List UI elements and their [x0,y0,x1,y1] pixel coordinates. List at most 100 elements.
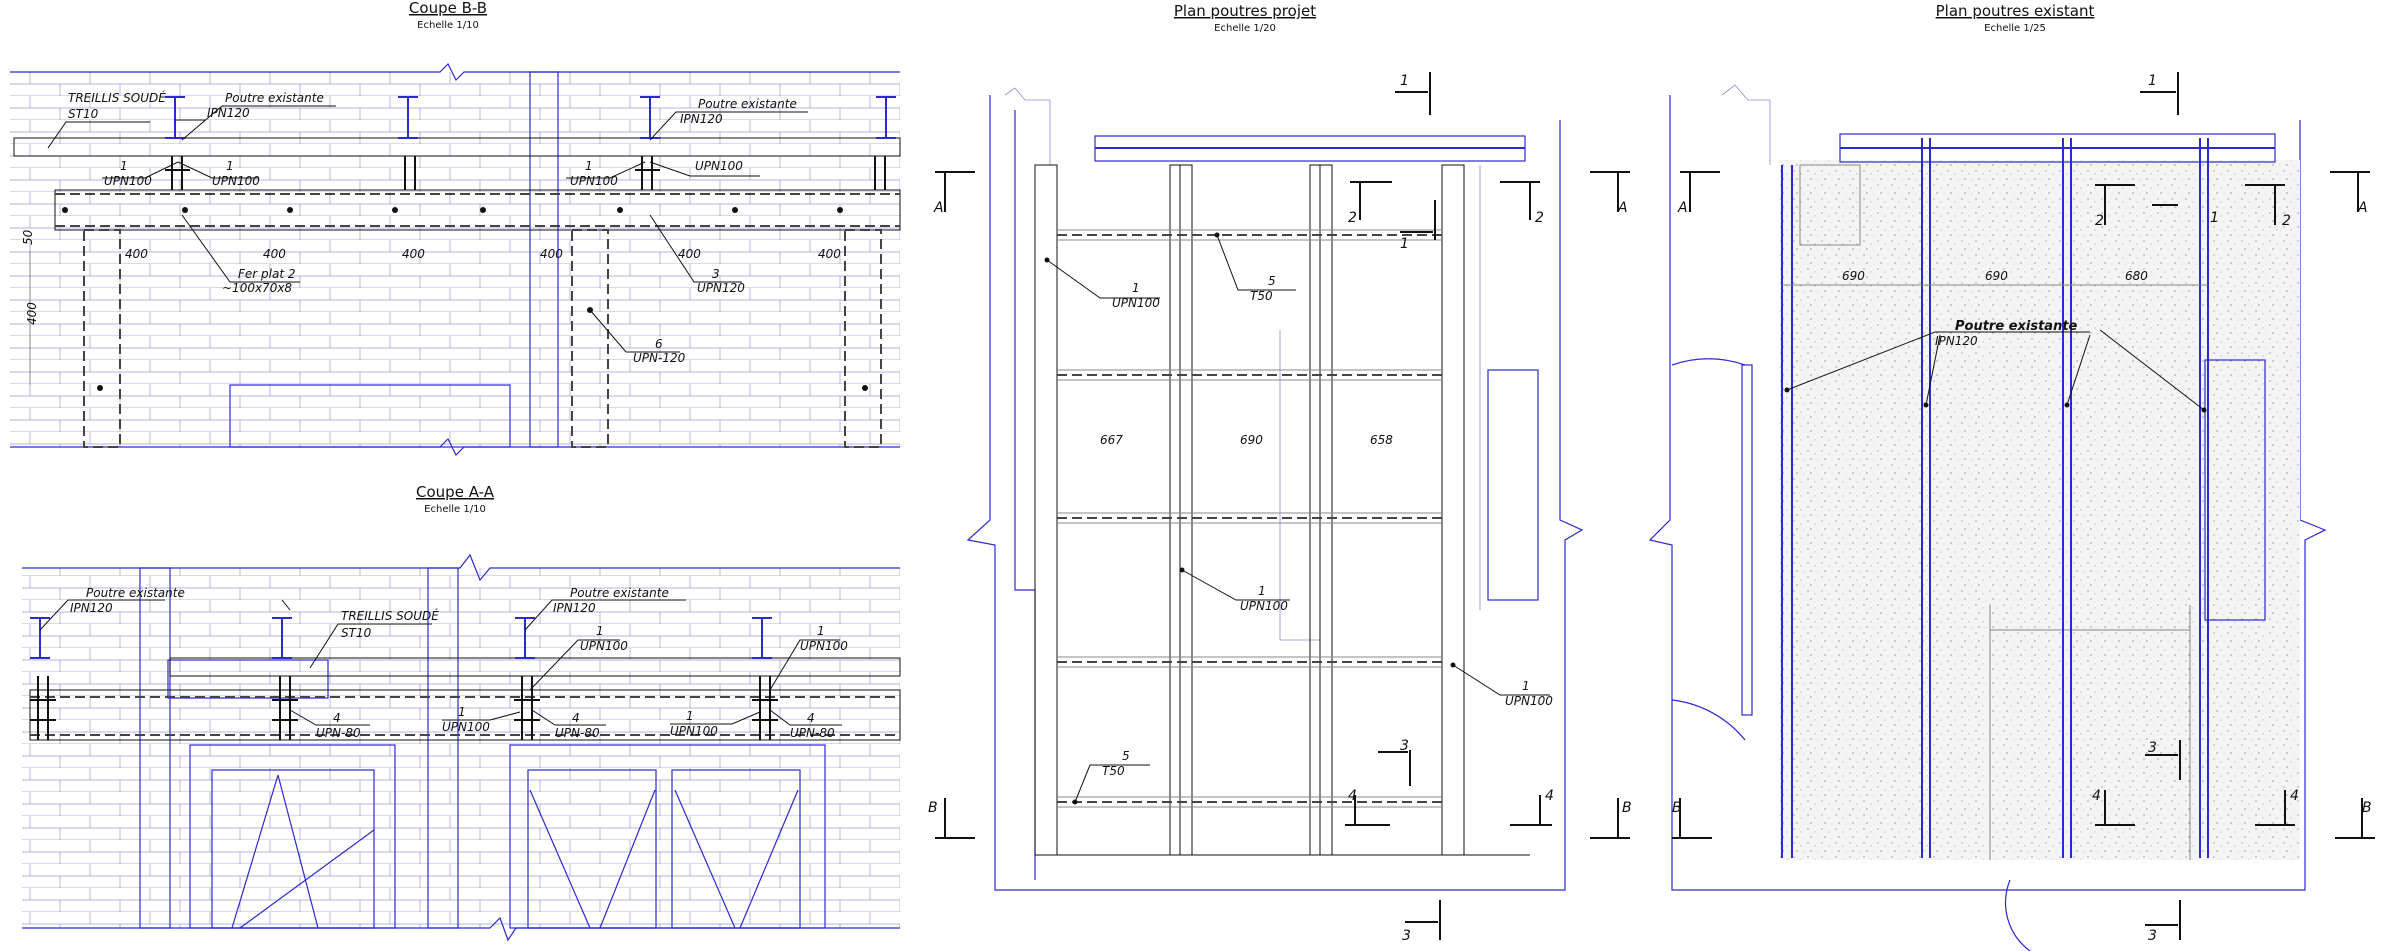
section-letters-existant: 1 2 2 1 3 4 4 3 A A B B [1672,73,2372,944]
svg-text:1: 1 [1400,236,1409,252]
label-upn100-aa-d: UPN100 [670,724,718,738]
upn-band-bb [54,189,901,231]
label-ferdim-bb: ~100x70x8 [222,281,292,295]
label-1-bb-b: 1 [226,159,234,173]
label-poutre-bb-2: Poutre existante [698,97,797,111]
label-1-aa-c: 1 [458,705,466,719]
label-upn100-bb-c: UPN100 [570,174,618,188]
svg-text:400: 400 [125,247,148,261]
dots-bb [62,207,868,391]
top-edge-aa [22,553,900,582]
leader-dots-projet [1044,232,1456,805]
label-upn100-aa-b: UPN100 [800,639,848,653]
label-st10-aa: ST10 [341,626,372,640]
svg-text:2: 2 [2095,213,2104,229]
title-coupe-aa: Coupe A-A [416,483,495,501]
svg-text:400: 400 [540,247,563,261]
label-upn80-aa-c: UPN-80 [790,726,835,740]
label-t50-projet-a: T50 [1250,289,1273,303]
svg-text:A: A [933,200,944,216]
label-1-aa-b: 1 [817,624,825,638]
break-top-projet [1004,87,1051,165]
leaders-projet [1046,234,1550,803]
label-upn80-aa-b: UPN-80 [555,726,600,740]
transverse-projet [1057,234,1442,803]
leaders-existant [1786,329,2205,411]
outline-projet [966,95,1584,891]
inner-walls-existant [1989,605,2191,860]
svg-text:B: B [2362,800,2372,816]
outline-existant [1648,95,2327,891]
svg-text:3: 3 [1402,928,1411,944]
scale-coupe-aa: Echelle 1/10 [424,504,486,515]
label-upn100-projet-c: UPN100 [1505,694,1553,708]
label-t50-projet-b: T50 [1102,764,1125,778]
svg-text:2: 2 [1535,210,1544,226]
label-1-projet-a: 1 [1132,281,1140,295]
svg-text:690: 690 [1240,433,1263,447]
label-upn120-bb: UPN120 [697,281,745,295]
svg-text:4: 4 [2092,788,2101,804]
label-poutre-aa-2: Poutre existante [570,586,669,600]
svg-text:B: B [1672,800,1682,816]
pillar-aa-1 [139,567,171,929]
edges-transverse-projet [1057,229,1442,808]
svg-text:400: 400 [263,247,286,261]
beam-edges-projet [1035,165,1530,856]
window-projet [1487,369,1539,601]
label-3-bb: 3 [712,267,720,281]
svg-text:1: 1 [1400,73,1409,89]
svg-text:B: B [1622,800,1632,816]
label-ferplat-bb: Fer plat 2 [238,267,296,281]
door-arcs-existant [1671,358,2031,951]
label-4-aa-c: 4 [807,711,815,725]
dims-existant: 690 690 680 [1842,269,2148,283]
door-frame-existant [1741,364,1753,716]
svg-text:4: 4 [1348,788,1357,804]
label-upn100-bb-b: UPN100 [212,174,260,188]
view-plan-existant: Plan poutres existant Echelle 1/25 690 6… [1648,2,2375,951]
label-1-aa-a: 1 [596,624,604,638]
section-markers-existant [1672,72,2375,940]
label-upn100-bb-d: UPN100 [695,159,743,173]
title-plan-projet: Plan poutres projet [1174,2,1316,20]
label-treillis-aa: TREILLIS SOUDÉ [341,608,439,623]
upn-band-aa [29,689,901,741]
ipn-beams-bb [165,96,896,139]
label-upn100-projet-a: UPN100 [1112,296,1160,310]
leaders-bb [47,105,808,353]
svg-text:680: 680 [2125,269,2148,283]
label-1-projet-c: 1 [1522,679,1530,693]
dims-horizontal-bb: 400 400 400 400 400 400 [125,247,841,261]
label-poutre-aa-1: Poutre existante [86,586,185,600]
svg-text:2: 2 [1348,210,1357,226]
doors-aa [189,744,826,929]
dim-400-vertical: 400 [25,302,39,325]
svg-text:690: 690 [1985,269,2008,283]
scale-plan-projet: Echelle 1/20 [1214,23,1276,34]
svg-text:A: A [1677,200,1688,216]
hangers-bb [165,156,886,190]
leaders-aa [39,599,842,726]
view-plan-projet: Plan poutres projet Echelle 1/20 [928,2,1632,944]
label-upn100-projet-b: UPN100 [1240,599,1288,613]
inner-wall-projet [1014,110,1036,880]
svg-text:1: 1 [2210,210,2219,226]
dims-projet: 667 690 658 [1100,433,1393,447]
svg-text:3: 3 [2148,740,2157,756]
svg-text:A: A [2357,200,2368,216]
svg-text:B: B [928,800,938,816]
label-ipn120-aa-2: IPN120 [553,601,596,615]
scale-coupe-bb: Echelle 1/10 [417,20,479,31]
label-4-aa-a: 4 [333,711,341,725]
brick-wall-aa [22,568,900,928]
section-markers-projet [935,72,1630,940]
label-1-bb-c: 1 [585,159,593,173]
scale-plan-existant: Echelle 1/25 [1984,23,2046,34]
view-coupe-bb: Coupe B-B Echelle 1/10 [10,0,901,457]
svg-text:1: 1 [2148,73,2157,89]
label-5-projet-b: 5 [1122,749,1130,763]
label-ipn120-existant: IPN120 [1935,334,1978,348]
label-5-projet-a: 5 [1268,274,1276,288]
svg-text:3: 3 [1400,738,1409,754]
